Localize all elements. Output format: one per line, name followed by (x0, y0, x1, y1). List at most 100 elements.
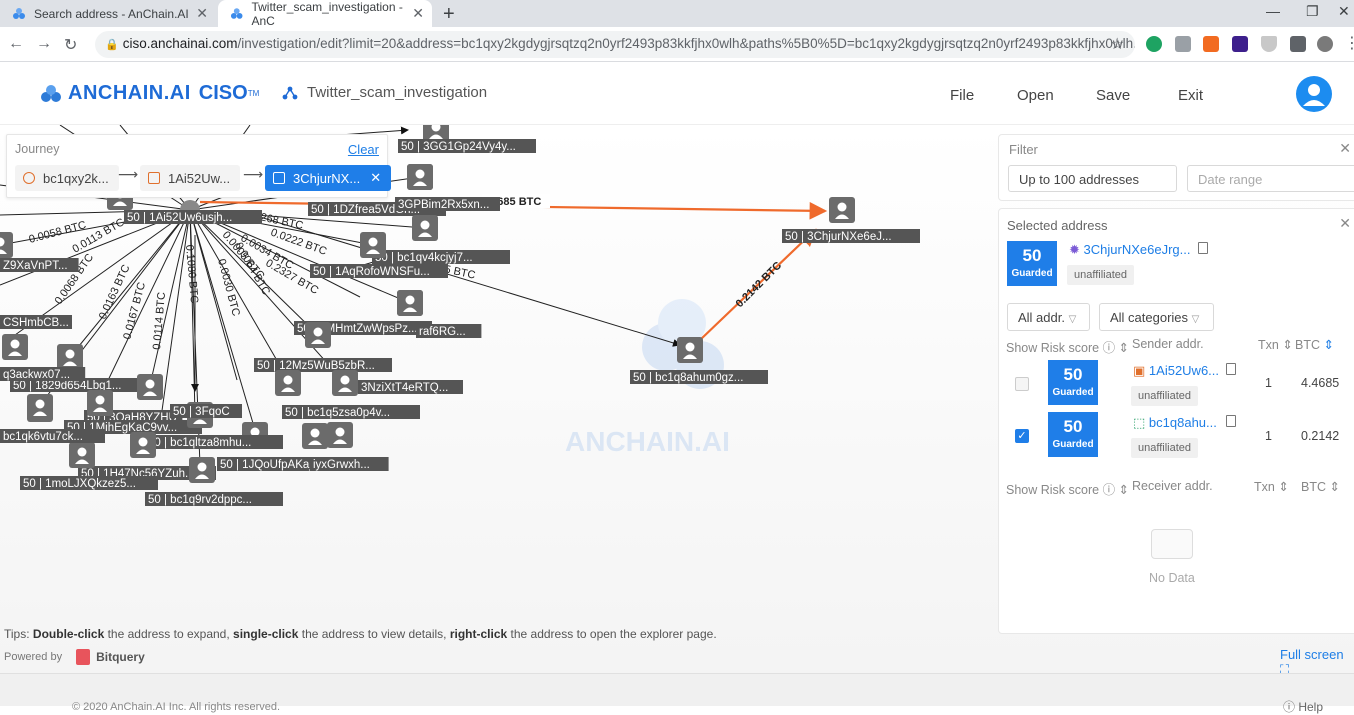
journey-chip[interactable]: bc1qxy2k... (15, 165, 119, 191)
graph-node[interactable]: 50 | 1AqRofoWNSFu... (310, 232, 448, 278)
bookmark-star-icon[interactable]: ☆ (1110, 36, 1125, 53)
node-label-bg (630, 370, 768, 384)
no-data-text: No Data (1149, 571, 1195, 585)
selected-address-link[interactable]: ✹ 3ChjurNXe6eJrg... (1069, 242, 1190, 258)
sender-address-link[interactable]: ▣ 1Ai52Uw6... (1133, 363, 1219, 379)
empty-inbox-icon (1150, 529, 1193, 559)
receiver-txn-header[interactable]: Txn ⇕ (1254, 480, 1289, 494)
sender-address-link[interactable]: ⬚ bc1q8ahu... (1133, 415, 1217, 431)
node-label-bg (10, 378, 148, 392)
close-tab-icon[interactable]: ✕ (196, 5, 208, 21)
node-user-icon-body (0, 249, 7, 254)
back-icon[interactable]: ← (8, 35, 24, 52)
category-filter-select[interactable]: All categories ▽ (1099, 303, 1214, 331)
extension-purple-icon[interactable] (1232, 36, 1248, 52)
profile-avatar-icon[interactable] (1317, 36, 1333, 52)
sender-btc-header[interactable]: BTC ⇕ (1295, 337, 1334, 352)
selected-title: Selected address (1007, 218, 1108, 233)
graph-node[interactable]: 50 | bc1q9rv2dppc... (145, 457, 283, 506)
exit-menu[interactable]: Exit (1178, 87, 1204, 104)
sender-row-checkbox[interactable] (1015, 377, 1029, 391)
maximize-icon[interactable]: ❐ (1306, 3, 1319, 19)
address-tag: unaffiliated (1131, 386, 1199, 406)
extension-b-icon[interactable] (1175, 36, 1191, 52)
browser-tab-search-address[interactable]: Search address - AnChain.AI ✕ (0, 0, 216, 27)
graph-node[interactable]: 50 | bc1q5zsa0p4v... (282, 405, 420, 449)
receiver-btc-header[interactable]: BTC ⇕ (1301, 480, 1340, 494)
graph-node[interactable]: 50 | bc1qv4kcjyj7... (372, 215, 510, 264)
node-user-icon-head (335, 427, 345, 437)
open-menu[interactable]: Open (1017, 87, 1054, 104)
node-label-bg (782, 229, 920, 243)
graph-node[interactable]: 50 | bc1qltza8mhu... (145, 422, 283, 449)
graph-node[interactable]: 50 | 1829d654Lbg1... (10, 344, 148, 392)
full-screen-button[interactable]: Full screen ⛶ (1280, 647, 1354, 673)
node-user-icon-body (333, 439, 347, 444)
graph-node[interactable]: 50 | 1moLJXQkzez5... (20, 442, 158, 490)
graph-node[interactable]: 3NziXtT4eRTQ... (332, 370, 463, 396)
new-tab-icon[interactable]: + (443, 3, 455, 25)
journey-chip[interactable]: 1Ai52Uw... (140, 165, 241, 191)
copy-icon[interactable] (1226, 415, 1236, 427)
graph-node[interactable]: 50 | bc1q8ahum0gz... (630, 337, 768, 384)
forward-icon[interactable]: → (36, 35, 52, 52)
extensions-puzzle-icon[interactable] (1290, 36, 1306, 52)
node-label: 50 | 1Ai52Uw6usjh... (127, 212, 232, 224)
address-filter-select[interactable]: All addr. ▽ (1007, 303, 1090, 331)
header-label: Show Risk score (1006, 483, 1100, 497)
address-limit-select[interactable]: Up to 100 addresses (1008, 165, 1177, 192)
shield-extension-icon[interactable] (1261, 36, 1277, 52)
sender-risk-header[interactable]: Show Risk score ⓘ ⇕ (1006, 341, 1130, 355)
save-menu[interactable]: Save (1096, 87, 1131, 104)
graph-node[interactable]: 50 | 12Mz5WuB5zbR... (254, 322, 392, 372)
node-user-icon-head (250, 427, 260, 437)
receiver-risk-header[interactable]: Show Risk score ⓘ ⇕ (1006, 483, 1130, 497)
grammarly-extension-icon[interactable] (1146, 36, 1162, 52)
case-title[interactable]: Twitter_scam_investigation (282, 84, 487, 101)
address-type-icon (148, 172, 160, 184)
graph-node[interactable]: iyxGrwxh... (310, 422, 389, 471)
transaction-graph[interactable]: ANCHAIN.AI 4.4685 BTC 0.2142 BTC 0.0268 … (0, 125, 1000, 625)
btc-amount: 0.2142 (1301, 429, 1340, 443)
graph-node[interactable]: raf6RG... (397, 290, 482, 338)
url-input[interactable]: 🔒ciso.anchainai.com/investigation/edit?l… (95, 31, 1135, 58)
close-tab-icon[interactable]: ✕ (412, 5, 424, 21)
graph-node[interactable]: Z9XaVnPT... (0, 232, 79, 272)
sender-row-checkbox-checked[interactable]: ✓ (1015, 429, 1029, 443)
graph-node[interactable]: 50 | 3ChjurNXe6eJ... (782, 197, 920, 243)
extension-orange-icon[interactable] (1203, 36, 1219, 52)
node-label: 50 | 3FqoC (173, 406, 230, 418)
graph-node[interactable]: q3ackwx07... (0, 334, 86, 381)
remove-chip-icon[interactable]: ✕ (370, 170, 382, 185)
browser-menu-icon[interactable]: ⋮ (1344, 35, 1354, 52)
graph-node[interactable]: 50 | 3GG1Gp24Vy4y... (398, 125, 536, 153)
sender-addr-header: Sender addr. (1132, 337, 1204, 351)
brand-name: ANCHAIN.AI (68, 82, 191, 104)
node-label: 50 | bc1qltza8mhu... (148, 437, 251, 449)
help-link[interactable]: ⓘ Help (1283, 700, 1324, 714)
node-label: CSHmbCB... (3, 317, 69, 329)
copy-icon[interactable] (1226, 363, 1236, 375)
user-avatar[interactable] (1296, 76, 1332, 112)
window-close-icon[interactable]: ✕ (1338, 3, 1350, 19)
product-name: CISO (198, 82, 248, 104)
node-label-bg (310, 457, 389, 471)
graph-node[interactable]: bc1qk6vtu7ck... (0, 394, 105, 443)
journey-chip-active[interactable]: 3ChjurNX... ✕ (265, 165, 392, 191)
graph-node[interactable]: 3GPBim2Rx5xn... (395, 164, 500, 211)
browser-tab-twitter-scam[interactable]: Twitter_scam_investigation - AnC ✕ (218, 0, 432, 28)
path-edge-0-2142[interactable] (699, 228, 817, 341)
close-filter-icon[interactable]: ✕ (1339, 140, 1351, 156)
reload-icon[interactable]: ↻ (64, 37, 78, 54)
sender-txn-header[interactable]: Txn ⇕ (1258, 338, 1293, 352)
graph-node[interactable]: 50 | 3FqoC (170, 402, 242, 428)
close-selected-icon[interactable]: ✕ (1339, 215, 1351, 231)
copy-icon[interactable] (1198, 242, 1208, 254)
edge-label: 0.2142 BTC (734, 260, 784, 310)
anchain-logo[interactable]: ANCHAIN.AI CISO TM (40, 82, 259, 105)
minimize-icon[interactable]: — (1266, 3, 1280, 19)
date-range-input[interactable]: Date range (1187, 165, 1354, 192)
anchain-favicon-icon (13, 7, 25, 19)
journey-clear-link[interactable]: Clear (347, 142, 379, 157)
file-menu[interactable]: File (950, 87, 975, 104)
